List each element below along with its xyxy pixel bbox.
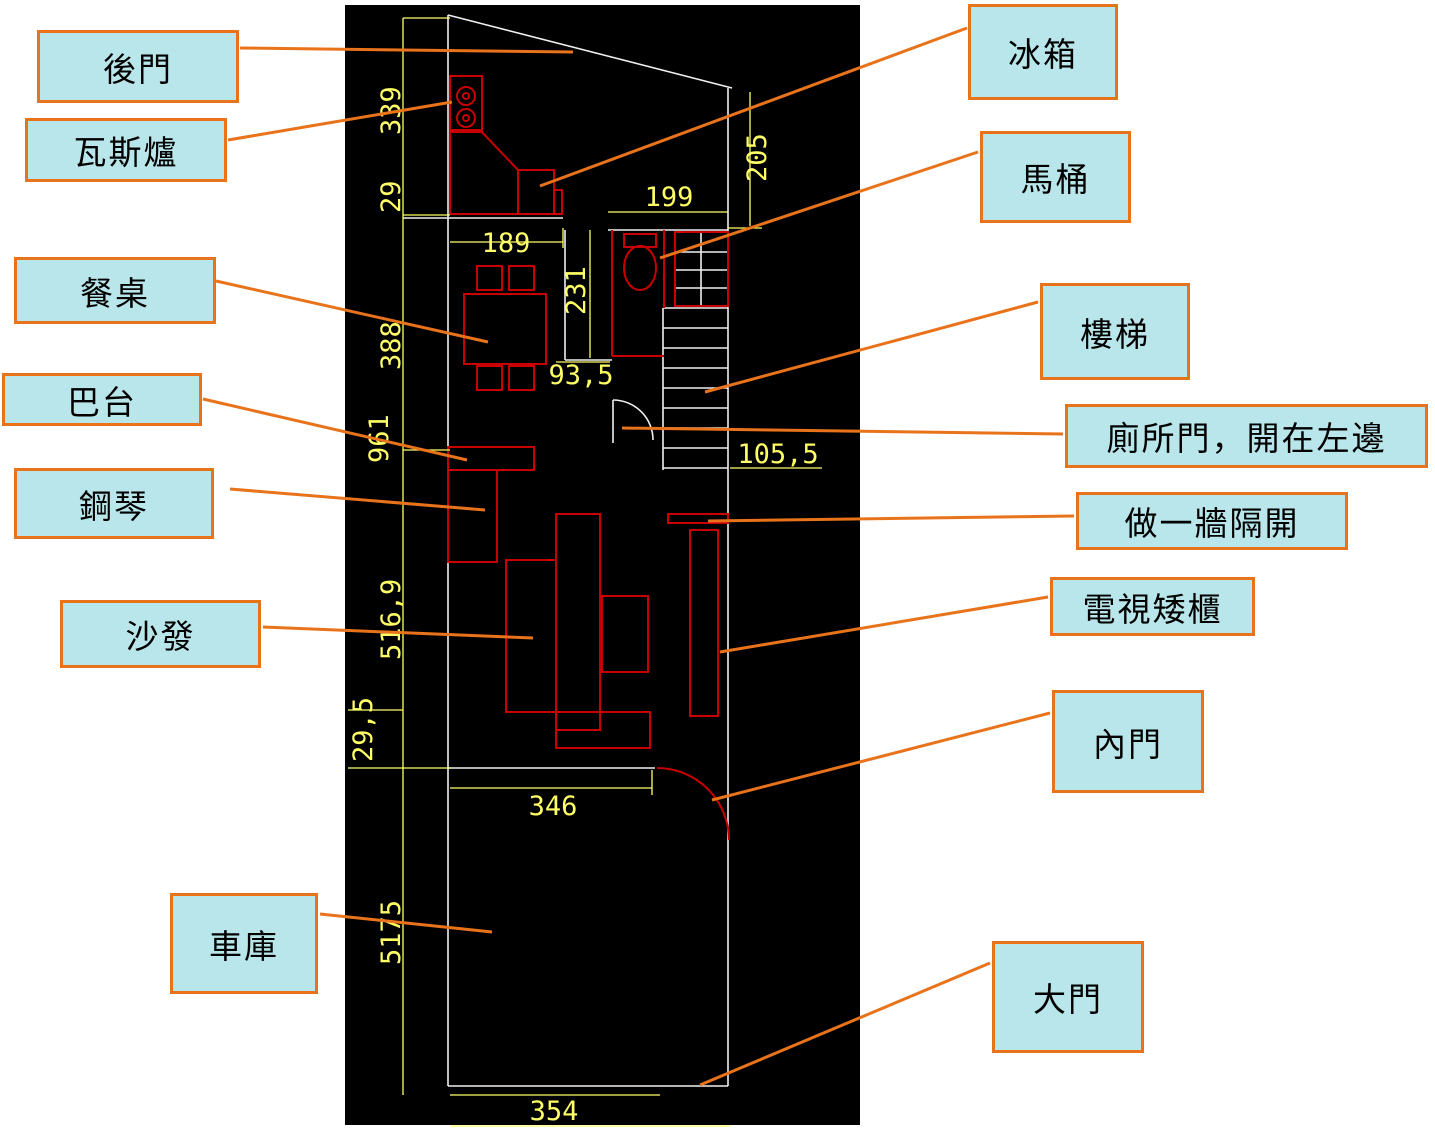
dim-388: 388 xyxy=(376,321,407,370)
kitchen-counter xyxy=(449,129,563,215)
leader-toilet-door xyxy=(621,426,1064,436)
label-bar: 巴台 xyxy=(2,373,202,426)
label-piano: 鋼琴 xyxy=(14,468,214,539)
leader-dining-table xyxy=(215,279,489,344)
inner-door-arc xyxy=(656,767,730,841)
back-diagonal-wall xyxy=(447,14,733,89)
label-garage: 車庫 xyxy=(170,893,318,994)
dim-29: 29 xyxy=(376,180,407,213)
dim-189: 189 xyxy=(482,228,531,259)
dimension-lines xyxy=(348,17,822,1127)
leader-tv-cabinet xyxy=(719,595,1049,654)
leader-bar xyxy=(202,397,468,462)
dimension-texts: 339 29 189 199 205 231 388 93,5 961 105,… xyxy=(348,86,819,1127)
leader-back-door xyxy=(239,46,574,54)
leader-lines xyxy=(202,26,1075,1087)
tv-cabinet-symbol xyxy=(689,529,719,717)
label-gas-stove: 瓦斯爐 xyxy=(25,118,227,182)
label-dining-table: 餐桌 xyxy=(14,257,216,324)
label-toilet-door: 廁所門，開在左邊 xyxy=(1065,404,1428,468)
toilet-symbol xyxy=(611,230,665,357)
label-sofa: 沙發 xyxy=(60,600,261,668)
label-toilet: 馬桶 xyxy=(980,131,1131,223)
leader-partition-wall xyxy=(707,514,1075,523)
leader-sofa xyxy=(262,625,534,640)
leader-inner-door xyxy=(711,711,1051,802)
leader-stairs xyxy=(704,300,1039,394)
label-stairs: 樓梯 xyxy=(1040,283,1190,380)
label-main-door: 大門 xyxy=(992,941,1144,1053)
partition-wall-symbol xyxy=(667,513,729,524)
dim-29-5: 29,5 xyxy=(348,697,379,762)
label-inner-door: 內門 xyxy=(1052,690,1204,793)
dim-516-9: 516,9 xyxy=(376,579,407,660)
furniture xyxy=(447,75,730,841)
fridge-symbol xyxy=(517,169,555,215)
piano-symbol xyxy=(447,469,498,563)
toilet-door-arc xyxy=(612,399,654,441)
leader-toilet xyxy=(659,150,979,260)
label-back-door: 後門 xyxy=(37,30,239,103)
gas-stove-symbol xyxy=(449,75,483,133)
dim-93-5: 93,5 xyxy=(548,360,613,391)
dim-205: 205 xyxy=(742,133,773,182)
leader-garage xyxy=(319,912,493,934)
dim-354: 354 xyxy=(530,1096,579,1127)
cad-canvas xyxy=(345,5,860,1125)
dim-5175: 5175 xyxy=(376,900,407,965)
leader-gas-stove xyxy=(227,100,453,142)
label-partition-wall: 做一牆隔開 xyxy=(1076,492,1348,550)
label-tv-cabinet: 電視矮櫃 xyxy=(1050,577,1255,636)
label-fridge: 冰箱 xyxy=(968,4,1118,100)
dim-199: 199 xyxy=(645,182,694,213)
leader-main-door xyxy=(699,961,991,1087)
leader-fridge xyxy=(539,26,968,188)
dim-346: 346 xyxy=(529,791,578,822)
sofa-symbol xyxy=(505,513,651,749)
leader-piano xyxy=(229,487,486,512)
dim-105-5: 105,5 xyxy=(737,439,818,470)
dining-table-symbol xyxy=(463,265,547,391)
dim-231: 231 xyxy=(561,266,592,315)
